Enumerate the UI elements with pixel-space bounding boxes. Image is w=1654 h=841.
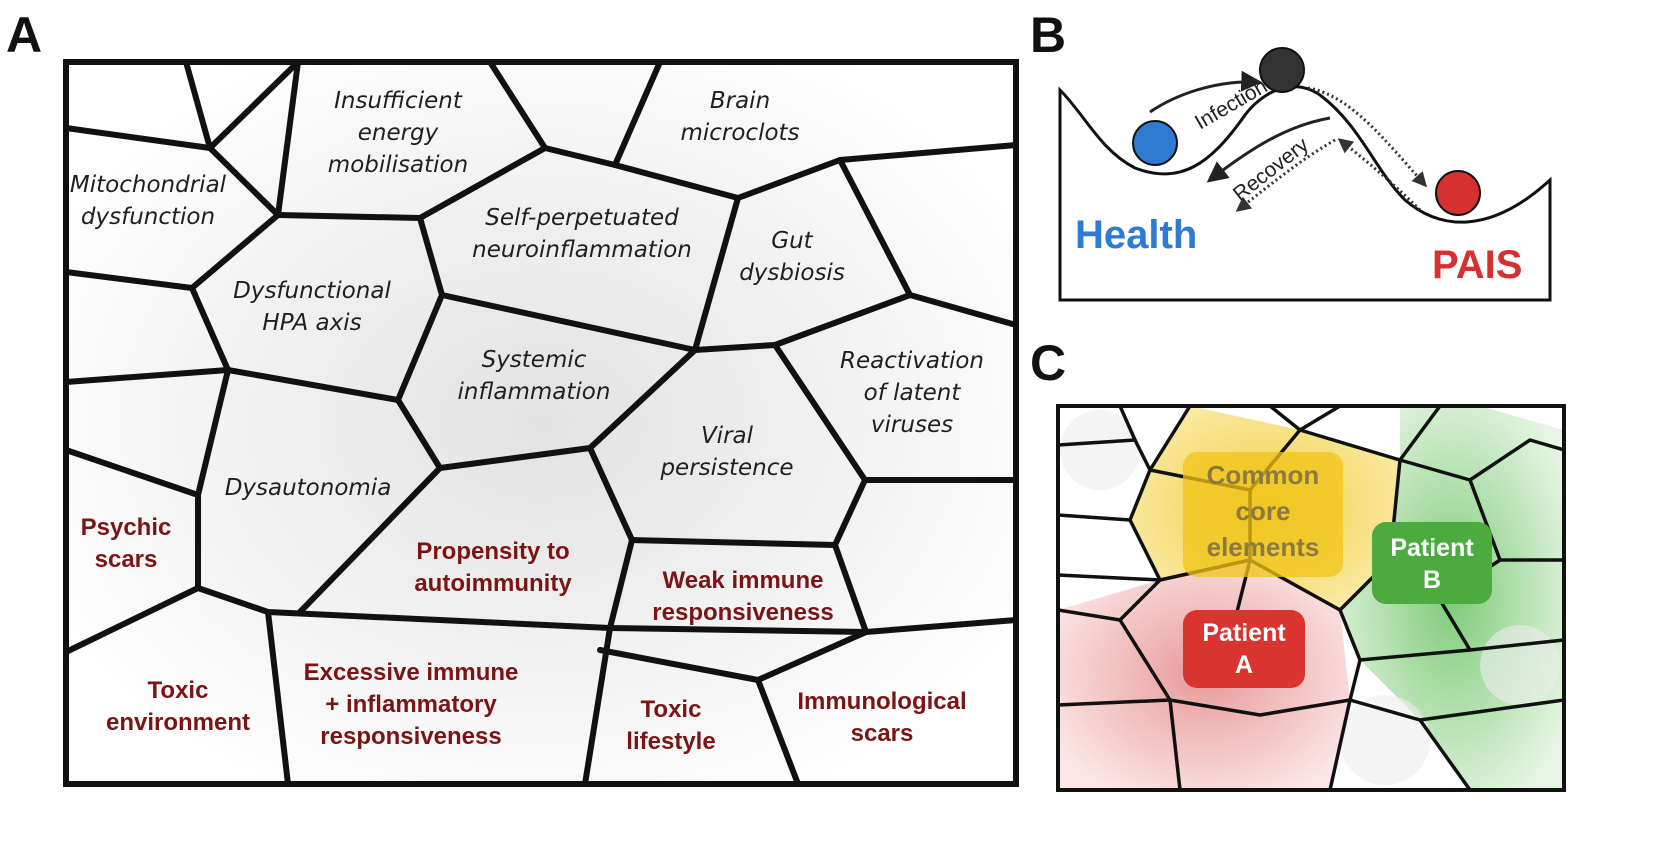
panel-letter-c: C (1030, 335, 1066, 391)
label-reactivation-of-latent-viruses: Reactivation of latent viruses (840, 348, 984, 438)
common-core-label-line: elements (1207, 532, 1320, 562)
label-systemic-inflammation: Systemic inflammation (458, 347, 611, 405)
label-mitochondrial-dysfunction-line: Mitochondrial (70, 172, 227, 198)
label-excessive-immune-inflammatory-responsiveness-line: responsiveness (320, 723, 501, 750)
patient-a-label-line: Patient (1202, 619, 1286, 647)
dotted-arrow-back (1337, 138, 1422, 212)
label-viral-persistence: Viral persistence (659, 423, 793, 481)
label-toxic-lifestyle-line: Toxic (641, 696, 702, 723)
panel-a-labels: Insufficient energy mobilisation Brain micro… (70, 88, 984, 755)
label-self-perpetuated-neuroinflammation: Self-perpetuated neuroinflammation (472, 205, 692, 263)
label-immunological-scars-line: Immunological (797, 688, 966, 715)
label-excessive-immune-inflammatory-responsiveness-line: Excessive immune (304, 659, 519, 686)
label-viral-persistence-line: persistence (659, 455, 793, 481)
label-self-perpetuated-neuroinflammation-line: Self-perpetuated (485, 205, 679, 231)
label-excessive-immune-inflammatory-responsiveness-line: + inflammatory (325, 691, 497, 718)
label-psychic-scars-line: Psychic (81, 514, 172, 541)
health-ball (1132, 120, 1178, 166)
patient-a-label-line: A (1235, 651, 1253, 679)
label-mitochondrial-dysfunction: Mitochondrial dysfunction (70, 172, 227, 230)
label-excessive-immune-inflammatory-responsiveness: Excessive immune + inflammatory responsive… (304, 659, 519, 750)
label-immunological-scars-line: scars (851, 720, 914, 747)
label-systemic-inflammation-line: Systemic (482, 347, 587, 373)
label-psychic-scars: Psychic scars (81, 514, 172, 573)
patient-b-chip (1372, 522, 1492, 604)
label-brain-microclots-line: Brain (710, 88, 770, 114)
label-mitochondrial-dysfunction-line: dysfunction (81, 204, 215, 230)
label-reactivation-of-latent-viruses-line: viruses (871, 412, 953, 438)
common-core-label-line: core (1236, 496, 1291, 526)
label-propensity-to-autoimmunity-line: Propensity to (416, 538, 569, 565)
label-weak-immune-responsiveness-line: Weak immune (663, 567, 824, 594)
label-propensity-to-autoimmunity: Propensity to autoimmunity (414, 538, 572, 597)
label-brain-microclots-line: microclots (680, 120, 799, 146)
label-insufficient-energy-mobilisation-line: Insufficient (334, 88, 463, 114)
label-psychic-scars-line: scars (95, 546, 158, 573)
label-gut-dysbiosis: Gut dysbiosis (739, 228, 845, 286)
core-chip (1183, 452, 1343, 577)
infection-arrow (1149, 70, 1263, 114)
panel-a-mosaic: Insufficient energy mobilisation Brain micro… (63, 59, 1019, 787)
label-weak-immune-responsiveness: Weak immune responsiveness (652, 567, 833, 626)
label-reactivation-of-latent-viruses-line: Reactivation (840, 348, 984, 374)
panel-b-landscape: Infection Recovery Health PAIS (1058, 47, 1552, 302)
label-immunological-scars: Immunological scars (797, 688, 966, 747)
panel-letter-b: B (1030, 7, 1066, 63)
dotted-arrow-recovery (1235, 138, 1336, 212)
label-dysfunctional-hpa-axis-line: Dysfunctional (233, 278, 391, 304)
label-weak-immune-responsiveness-line: responsiveness (652, 599, 833, 626)
label-brain-microclots: Brain microclots (680, 88, 799, 146)
label-reactivation-of-latent-viruses-line: of latent (864, 380, 962, 406)
label-toxic-environment-line: Toxic (148, 677, 209, 704)
label-gut-dysbiosis-line: dysbiosis (739, 260, 845, 286)
pais-label: PAIS (1432, 243, 1522, 287)
label-systemic-inflammation-line: inflammation (458, 379, 611, 405)
label-insufficient-energy-mobilisation-line: mobilisation (328, 152, 468, 178)
common-core-label: Common core elements (1207, 460, 1320, 562)
recovery-arrow (1206, 116, 1331, 183)
patient-a-chip (1183, 610, 1305, 688)
patient-b-label-line: Patient (1390, 534, 1474, 562)
label-propensity-to-autoimmunity-line: autoimmunity (414, 570, 572, 597)
label-insufficient-energy-mobilisation-line: energy (358, 120, 439, 146)
label-viral-persistence-line: Viral (701, 423, 754, 449)
health-label: Health (1075, 213, 1197, 257)
pais-ball (1435, 170, 1481, 216)
label-dysfunctional-hpa-axis-line: HPA axis (262, 310, 361, 336)
label-dysautonomia: Dysautonomia (225, 475, 392, 501)
common-core-label-line: Common (1207, 460, 1320, 490)
label-gut-dysbiosis-line: Gut (771, 228, 813, 254)
label-dysautonomia-line: Dysautonomia (225, 475, 392, 501)
label-toxic-environment: Toxic environment (106, 677, 250, 736)
label-toxic-environment-line: environment (106, 709, 250, 736)
label-insufficient-energy-mobilisation: Insufficient energy mobilisation (328, 88, 468, 178)
panel-letter-a: A (6, 7, 42, 63)
label-toxic-lifestyle-line: lifestyle (626, 728, 715, 755)
label-self-perpetuated-neuroinflammation-line: neuroinflammation (472, 237, 692, 263)
patient-b-label-line: B (1423, 566, 1441, 594)
label-toxic-lifestyle: Toxic lifestyle (626, 696, 715, 755)
energy-landscape (1058, 85, 1552, 302)
peak-ball (1259, 47, 1305, 93)
